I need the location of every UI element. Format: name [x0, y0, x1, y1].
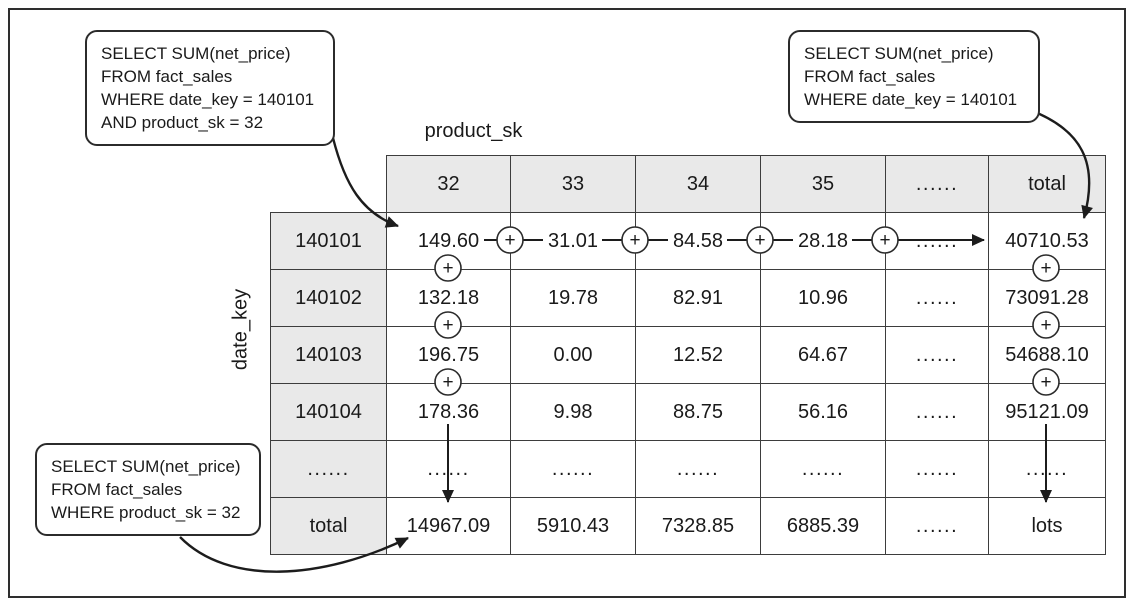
data-cell-ellipsis: ...... [760, 440, 886, 498]
sql-callout-cell-query: SELECT SUM(net_price) FROM fact_sales WH… [85, 30, 335, 146]
data-cell: 82.91 [635, 269, 761, 327]
data-cell: 64.67 [760, 326, 886, 384]
sql-line: SELECT SUM(net_price) [101, 44, 291, 63]
column-header-total-cell: total [988, 155, 1106, 213]
row-header-cell: 140104 [270, 383, 387, 441]
sql-callout-row-total-query: SELECT SUM(net_price) FROM fact_sales WH… [788, 30, 1040, 123]
sql-line: FROM fact_sales [101, 67, 233, 86]
data-cell: 132.18 [386, 269, 511, 327]
row-total-cell: 95121.09 [988, 383, 1106, 441]
row-total-cell: 54688.10 [988, 326, 1106, 384]
sql-line: WHERE date_key = 140101 [101, 90, 315, 109]
sql-line: FROM fact_sales [51, 480, 183, 499]
data-cell-ellipsis: ...... [885, 440, 989, 498]
data-cell: 84.58 [635, 212, 761, 270]
data-cube-table: 32 33 34 35 ...... total 140101 149.60 3… [270, 155, 1106, 555]
grand-total-cell: lots [988, 497, 1106, 555]
column-header-cell: 34 [635, 155, 761, 213]
row-total-cell: 40710.53 [988, 212, 1106, 270]
data-cell: 9.98 [510, 383, 636, 441]
table-row: 140103 196.75 0.00 12.52 64.67 ...... 54… [270, 326, 1106, 384]
data-cell-ellipsis: ...... [885, 383, 989, 441]
column-header-row: 32 33 34 35 ...... total [271, 155, 1106, 213]
data-cell: 12.52 [635, 326, 761, 384]
data-cell-ellipsis: ...... [386, 440, 511, 498]
data-cell-ellipsis: ...... [885, 212, 989, 270]
column-header-cell: 32 [386, 155, 511, 213]
sql-line: SELECT SUM(net_price) [51, 457, 241, 476]
outer-frame [8, 8, 1126, 598]
data-cell-ellipsis: ...... [885, 269, 989, 327]
data-cell: 31.01 [510, 212, 636, 270]
data-cell: 28.18 [760, 212, 886, 270]
data-cell: 19.78 [510, 269, 636, 327]
column-header-ellipsis-cell: ...... [885, 155, 989, 213]
data-cell: 178.36 [386, 383, 511, 441]
row-header-cell: 140101 [270, 212, 387, 270]
column-axis-label: product_sk [424, 120, 523, 142]
data-cell: 0.00 [510, 326, 636, 384]
data-cell-ellipsis: ...... [635, 440, 761, 498]
column-total-cell: 14967.09 [386, 497, 511, 555]
table-row: 140102 132.18 19.78 82.91 10.96 ...... 7… [270, 269, 1106, 327]
corner-cell [271, 156, 387, 213]
row-header-cell: 140102 [270, 269, 387, 327]
column-total-ellipsis-cell: ...... [885, 497, 989, 555]
sql-callout-column-total-query: SELECT SUM(net_price) FROM fact_sales WH… [35, 443, 261, 536]
row-header-total-cell: total [270, 497, 387, 555]
table-row: 140104 178.36 9.98 88.75 56.16 ...... 95… [270, 383, 1106, 441]
sql-line: SELECT SUM(net_price) [804, 44, 994, 63]
data-cell-ellipsis: ...... [885, 326, 989, 384]
total-row: total 14967.09 5910.43 7328.85 6885.39 .… [270, 497, 1106, 555]
column-total-cell: 6885.39 [760, 497, 886, 555]
column-header-cell: 33 [510, 155, 636, 213]
data-cell: 149.60 [386, 212, 511, 270]
data-cell: 88.75 [635, 383, 761, 441]
sql-line: AND product_sk = 32 [101, 113, 264, 132]
sql-line: WHERE date_key = 140101 [804, 90, 1018, 109]
sql-line: WHERE product_sk = 32 [51, 503, 241, 522]
column-total-cell: 5910.43 [510, 497, 636, 555]
data-cell: 10.96 [760, 269, 886, 327]
row-axis-label: date_key [229, 288, 252, 371]
data-cell: 56.16 [760, 383, 886, 441]
sql-line: FROM fact_sales [804, 67, 936, 86]
ellipsis-row: ...... ...... ...... ...... ...... .....… [270, 440, 1106, 498]
column-header-cell: 35 [760, 155, 886, 213]
data-cell: 196.75 [386, 326, 511, 384]
row-header-ellipsis-cell: ...... [270, 440, 387, 498]
data-cell-ellipsis: ...... [988, 440, 1106, 498]
column-total-cell: 7328.85 [635, 497, 761, 555]
row-total-cell: 73091.28 [988, 269, 1106, 327]
data-cell-ellipsis: ...... [510, 440, 636, 498]
table-row: 140101 149.60 31.01 84.58 28.18 ...... 4… [270, 212, 1106, 270]
row-header-cell: 140103 [270, 326, 387, 384]
